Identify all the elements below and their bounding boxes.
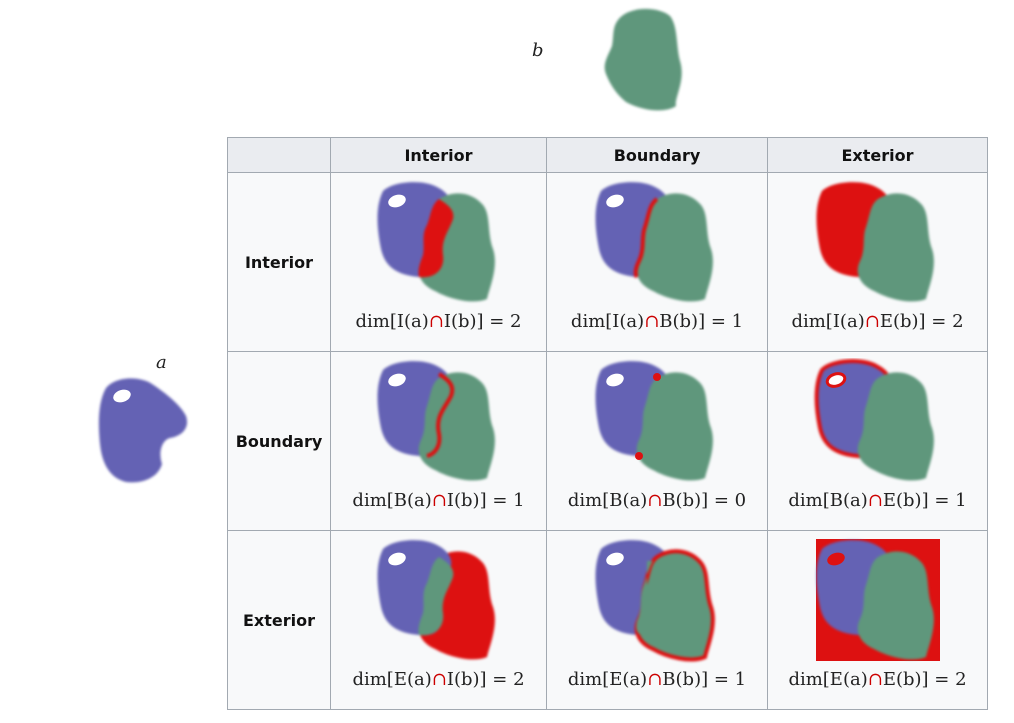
formula-interior-interior: dim[I(a)∩I(b)] = 2: [355, 311, 522, 332]
formula-boundary-boundary: dim[B(a)∩B(b)] = 0: [567, 490, 747, 511]
column-header-interior: Interior: [330, 137, 547, 173]
cell-interior-interior: dim[I(a)∩I(b)] = 2: [330, 172, 547, 352]
formula-interior-boundary: dim[I(a)∩B(b)] = 1: [570, 311, 744, 332]
row-header-interior: Interior: [227, 172, 331, 352]
diagram-exterior-interior: [377, 540, 495, 660]
cell-boundary-boundary: dim[B(a)∩B(b)] = 0: [546, 351, 768, 531]
diagram-interior-interior: [377, 182, 495, 302]
diagram-interior-boundary: [595, 182, 713, 302]
diagram-boundary-interior: [377, 361, 495, 481]
cell-boundary-interior: dim[B(a)∩I(b)] = 1: [330, 351, 547, 531]
label-geometry-b: b: [532, 40, 544, 61]
table-row: Exterior dim[E(a)∩I(b)] = 2: [227, 530, 988, 710]
column-header-exterior: Exterior: [767, 137, 988, 173]
intersection-highlight: [417, 199, 453, 278]
diagram-interior-exterior: [816, 182, 934, 302]
formula-boundary-exterior: dim[B(a)∩E(b)] = 1: [788, 490, 967, 511]
boundary-point-top: [653, 373, 661, 381]
cell-exterior-exterior: dim[E(a)∩E(b)] = 2: [767, 530, 988, 710]
de9im-matrix-table: Interior Boundary Exterior Interior dim[…: [227, 137, 988, 710]
diagram-boundary-boundary: [595, 361, 713, 481]
row-header-boundary: Boundary: [227, 351, 331, 531]
diagram-exterior-boundary: [595, 540, 715, 662]
cell-interior-exterior: dim[I(a)∩E(b)] = 2: [767, 172, 988, 352]
cell-exterior-boundary: dim[E(a)∩B(b)] = 1: [546, 530, 768, 710]
geometry-a-shape: [98, 378, 188, 483]
table-row: Interior dim[I(a)∩I(b)] = 2: [227, 172, 988, 352]
row-header-exterior: Exterior: [227, 530, 331, 710]
cell-boundary-exterior: dim[B(a)∩E(b)] = 1: [767, 351, 988, 531]
diagram-boundary-exterior: [814, 359, 934, 481]
table-row: Boundary dim[B(a)∩I(b)] = 1: [227, 351, 988, 531]
formula-exterior-boundary: dim[E(a)∩B(b)] = 1: [567, 669, 747, 690]
formula-exterior-interior: dim[E(a)∩I(b)] = 2: [352, 669, 525, 690]
boundary-highlight: [633, 197, 659, 279]
formula-boundary-interior: dim[B(a)∩I(b)] = 1: [352, 490, 525, 511]
corner-cell: [227, 137, 331, 173]
boundary-point-bottom: [635, 452, 643, 460]
header-row: Interior Boundary Exterior: [227, 137, 988, 173]
column-header-boundary: Boundary: [546, 137, 768, 173]
cell-exterior-interior: dim[E(a)∩I(b)] = 2: [330, 530, 547, 710]
diagram-exterior-exterior: [815, 539, 940, 661]
cell-interior-boundary: dim[I(a)∩B(b)] = 1: [546, 172, 768, 352]
formula-exterior-exterior: dim[E(a)∩E(b)] = 2: [788, 669, 967, 690]
label-geometry-a: a: [156, 352, 167, 373]
formula-interior-exterior: dim[I(a)∩E(b)] = 2: [791, 311, 964, 332]
geometry-b-shape: [604, 8, 682, 111]
